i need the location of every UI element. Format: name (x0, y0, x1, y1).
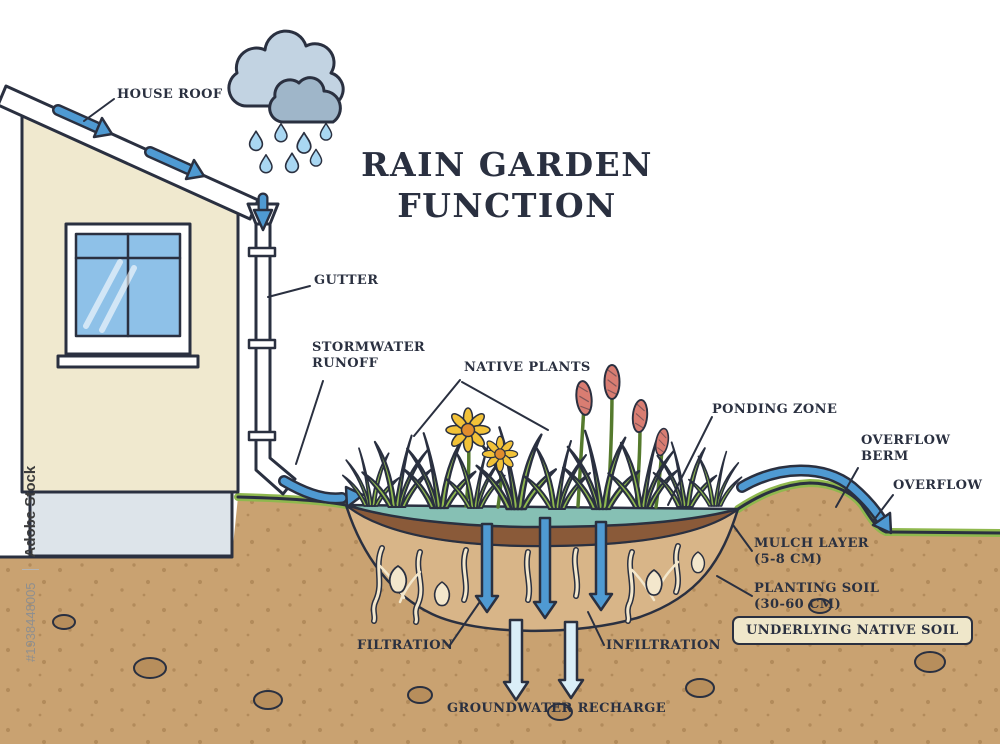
roof-runoff-arrows (52, 104, 206, 181)
soil-stones (52, 598, 946, 721)
native-plants (341, 364, 743, 511)
label-infiltration: INFILTRATION (606, 638, 721, 653)
leader-house-roof (83, 98, 115, 122)
leader-native-plants-left (413, 379, 461, 437)
label-ponding-zone: PONDING ZONE (712, 402, 838, 417)
filtration-arrows (474, 516, 614, 620)
house-foundation (28, 490, 234, 558)
label-gutter: GUTTER (314, 273, 379, 288)
leader-ponding-zone (667, 416, 713, 506)
watermark-asset-id: #1938448005 (23, 582, 38, 662)
title-line-1: RAIN GARDEN (361, 145, 653, 184)
leader-lines (83, 98, 894, 646)
underlying-native-soil-badge: UNDERLYING NATIVE SOIL (732, 616, 973, 645)
leader-infiltration (587, 611, 605, 646)
house (0, 84, 297, 558)
label-overflow-berm: OVERFLOW BERM (861, 433, 951, 464)
downspout-inlet-arrow (252, 192, 274, 232)
watermark: #1938448005 Adobe Stock (22, 465, 39, 662)
plant-roots (370, 543, 706, 625)
leader-overflow-berm (835, 467, 859, 508)
raindrops (248, 122, 333, 174)
stormwater-arrow (278, 475, 365, 509)
label-mulch-layer: MULCH LAYER (5-8 CM) (754, 536, 869, 567)
label-stormwater-runoff: STORMWATER RUNOFF (312, 340, 426, 371)
label-filtration: FILTRATION (357, 638, 454, 653)
page-title: RAIN GARDEN FUNCTION (355, 144, 659, 226)
label-native-plants: NATIVE PLANTS (464, 360, 591, 375)
title-line-2: FUNCTION (397, 186, 617, 225)
groundwater-recharge-arrows (502, 618, 585, 702)
label-groundwater-recharge: GROUNDWATER RECHARGE (447, 701, 667, 716)
window (56, 222, 200, 369)
leader-gutter (267, 285, 311, 298)
leader-planting-soil (716, 575, 753, 597)
label-planting-soil: PLANTING SOIL (30-60 CM) (754, 581, 880, 612)
leader-native-plants-right (461, 381, 549, 431)
leader-overflow (873, 494, 894, 521)
leader-mulch-layer (732, 524, 753, 552)
flower-stems (464, 390, 664, 509)
watermark-brand: Adobe Stock (22, 465, 39, 571)
label-house-roof: HOUSE ROOF (117, 87, 223, 102)
downspout (246, 202, 297, 496)
overflow-arrow (736, 464, 893, 535)
leader-filtration (449, 602, 480, 646)
label-overflow: OVERFLOW (893, 478, 983, 493)
leader-stormwater-runoff (295, 380, 324, 465)
rain-cloud (227, 29, 345, 124)
